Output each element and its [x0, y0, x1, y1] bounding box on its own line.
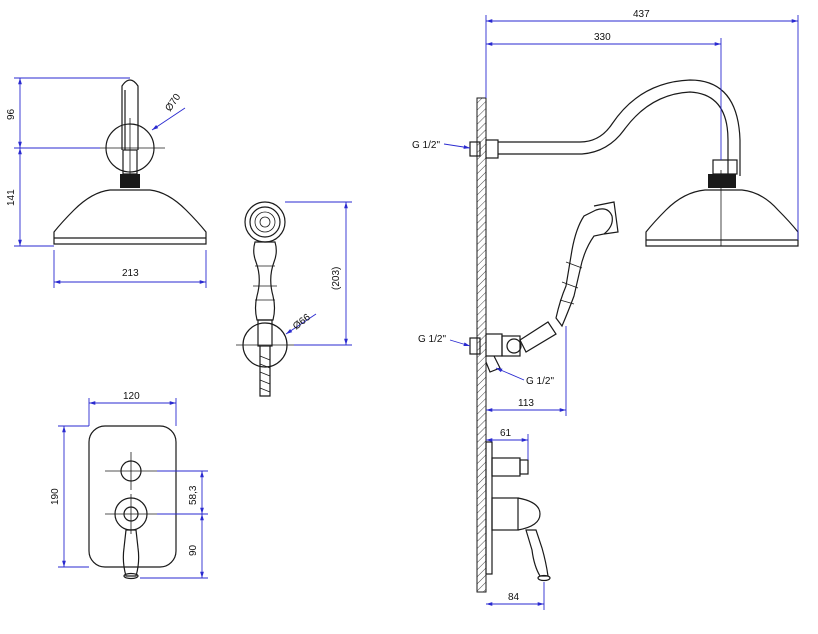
valve-projection-label: 61 — [500, 428, 512, 439]
mixer-spacing-label: 58,3 — [188, 485, 199, 505]
overhead-shower-dimensions: 96 141 213 Ø70 — [6, 77, 207, 288]
diameter-label: Ø70 — [163, 92, 183, 114]
thread-outlet-label: G 1/2" — [418, 334, 446, 345]
mixer-width-label: 120 — [123, 391, 140, 402]
arm-reach-label: 330 — [594, 32, 611, 43]
total-width-label: 437 — [633, 9, 650, 20]
hand-shower-view — [236, 201, 294, 397]
mixer-front-view — [88, 425, 177, 580]
width-label: 213 — [122, 268, 139, 279]
wall-section — [476, 97, 487, 593]
mixer-height-label: 190 — [50, 488, 61, 505]
thread-arm-label: G 1/2" — [412, 140, 440, 151]
handle-projection-label: 84 — [508, 592, 520, 603]
hand-shower-dimensions: (203) Ø66 — [285, 201, 352, 346]
outlet-projection-label: 113 — [518, 398, 534, 409]
height-head-label: 141 — [6, 189, 17, 206]
mixer-dimensions: 120 190 58,3 90 — [50, 391, 208, 579]
side-view-installation — [469, 79, 799, 593]
thread-elbow-label: G 1/2" — [526, 376, 554, 387]
hand-diameter-label: Ø66 — [291, 312, 313, 333]
side-view-dimensions: 437 330 G 1/2" G 1/2" G 1/2" 113 61 84 — [412, 9, 799, 610]
hand-length-label: (203) — [331, 267, 342, 290]
height-top-label: 96 — [6, 108, 17, 120]
overhead-shower-front-view — [53, 79, 207, 245]
mixer-lower-label: 90 — [188, 544, 199, 556]
